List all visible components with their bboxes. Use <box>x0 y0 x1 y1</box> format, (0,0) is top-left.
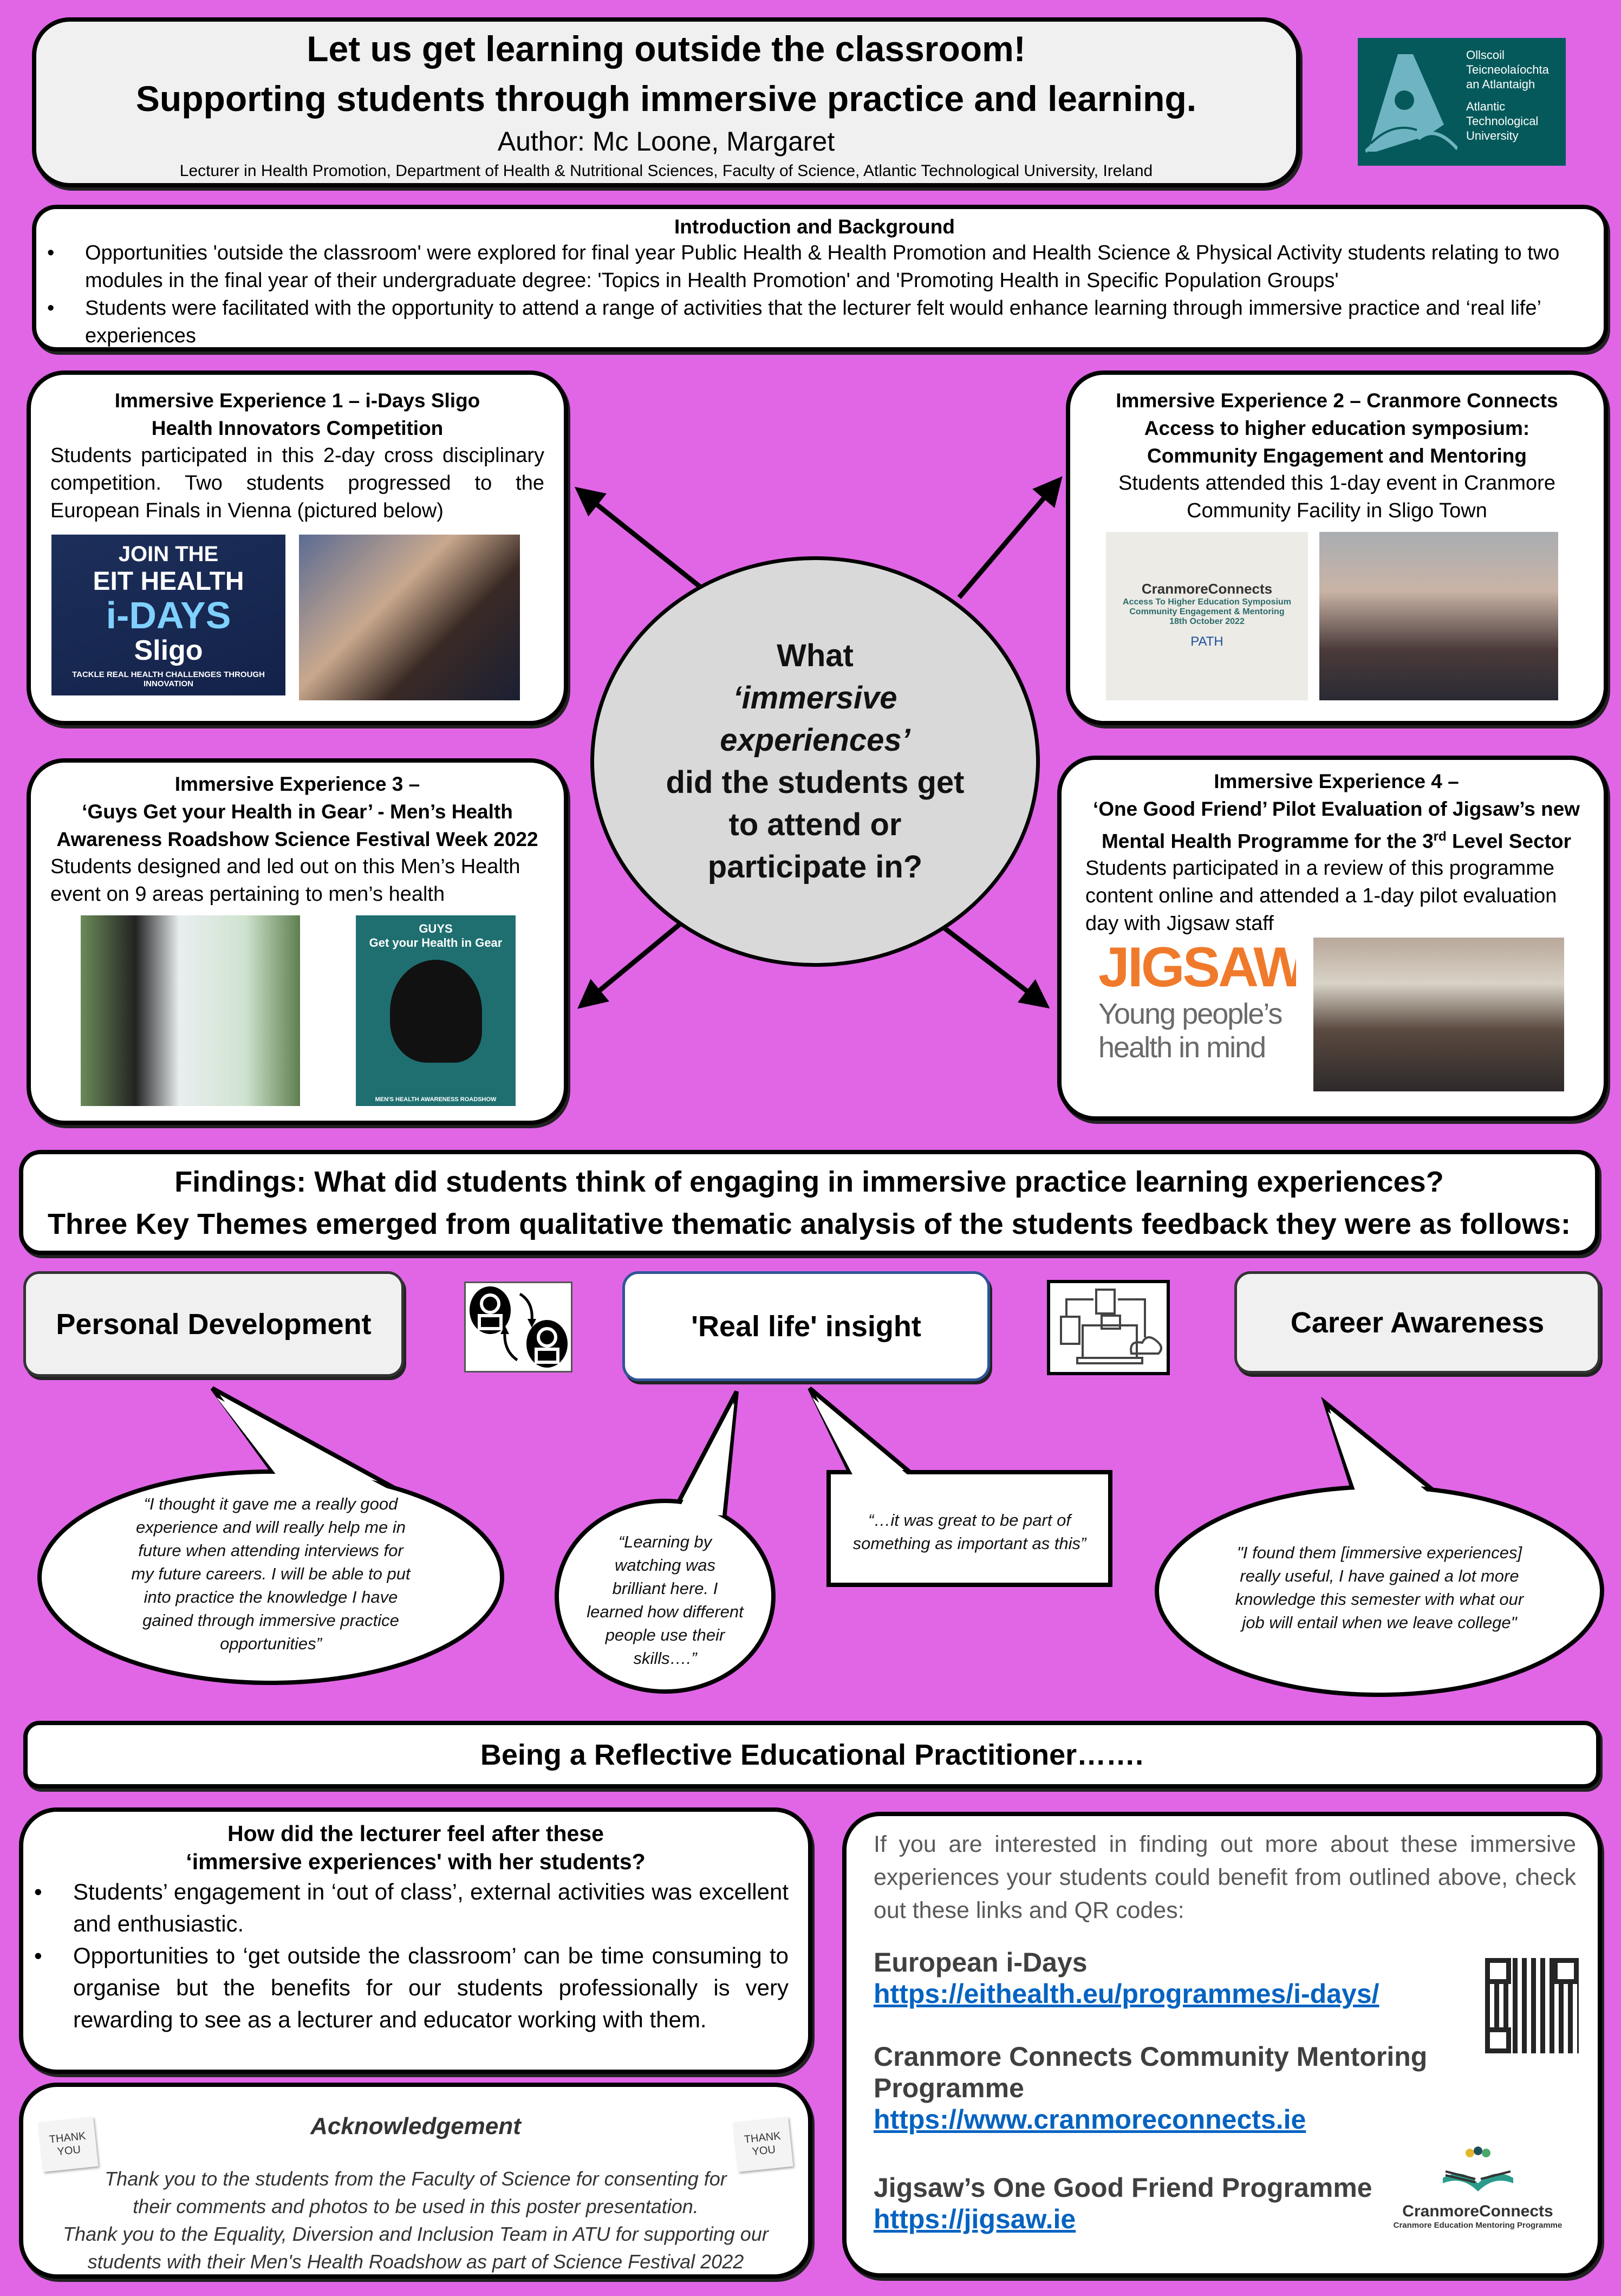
theme-career-awareness: Career Awareness <box>1234 1271 1600 1374</box>
exp1-title: Immersive Experience 1 – i-Days Sligo <box>114 389 480 412</box>
acknowledgement-box: THANK YOU THANK YOU Acknowledgement Than… <box>19 2083 812 2279</box>
idays-poster-image: JOIN THE EIT HEALTH i-DAYS Sligo TACKLE … <box>51 535 285 695</box>
poster-title-line2: Supporting students through immersive pr… <box>135 79 1197 119</box>
digital-workflow-icon <box>1047 1280 1170 1375</box>
link-cranmore[interactable]: https://www.cranmoreconnects.ie <box>874 2104 1306 2135</box>
reflective-header: Being a Reflective Educational Practitio… <box>23 1721 1600 1788</box>
cranmore-bag-photo: CranmoreConnects Access To Higher Educat… <box>1106 532 1308 700</box>
exp2-subtitle2: Community Engagement and Mentoring <box>1147 445 1527 467</box>
students-group-photo <box>1319 532 1558 700</box>
center-line: What <box>777 638 854 673</box>
lecturer-bullet: Opportunities to ‘get outside the classr… <box>23 1940 789 2035</box>
arrow-icon <box>574 486 719 603</box>
quote-bubble-2 <box>555 1499 776 1694</box>
jigsaw-logo: JIGSAW Young people’s health in mind <box>1098 938 1296 1076</box>
thank-you-note-icon: THANK YOU <box>733 2116 793 2173</box>
author: Author: Mc Loone, Margaret <box>497 126 835 157</box>
lecturer-reflection-box: How did the lecturer feel after these ‘i… <box>19 1807 812 2074</box>
link-title-jigsaw: Jigsaw’s One Good Friend Programme <box>874 2173 1372 2203</box>
atu-logo-mark-icon <box>1365 54 1457 153</box>
quote-4: "I found them [immersive experiences]rea… <box>1235 1543 1524 1632</box>
center-line: to attend or <box>728 807 902 842</box>
exp2-title: Immersive Experience 2 – Cranmore Connec… <box>1116 389 1558 412</box>
link-idays[interactable]: https://eithealth.eu/programmes/i-days/ <box>874 1979 1379 2009</box>
jigsaw-pilot-day-photo <box>1313 938 1564 1091</box>
exp4-subtitle2: Mental Health Programme for the 3rd Leve… <box>1101 829 1572 853</box>
findings-line2: Three Key Themes emerged from qualitativ… <box>48 1208 1571 1240</box>
logo-line: Teicneolaíochta <box>1466 63 1549 76</box>
reflective-title: Being a Reflective Educational Practitio… <box>480 1738 1144 1771</box>
exp4-title: Immersive Experience 4 – <box>1214 770 1459 792</box>
guys-gear-poster-image: GUYS Get your Health in Gear MEN'S HEALT… <box>356 915 516 1106</box>
cranmore-connects-logo: CranmoreConnects Cranmore Education Ment… <box>1377 2145 1579 2241</box>
ack-line: Thank you to the Equality, Diversion and… <box>63 2223 769 2245</box>
ack-line: students with their Men's Health Roadsho… <box>87 2251 744 2273</box>
exp2-body: Students attended this 1-day event in Cr… <box>1118 472 1555 522</box>
lecturer-title-2: ‘immersive experiences' with her student… <box>186 1849 646 1874</box>
intro-bullet: Opportunities 'outside the classroom' we… <box>36 239 1593 295</box>
vienna-finalists-photo <box>299 535 520 700</box>
link-title-idays: European i-Days <box>874 1947 1088 1978</box>
people-exchange-icon <box>464 1282 572 1373</box>
link-title-cranmore: Cranmore Connects Community Mentoring Pr… <box>874 2041 1428 2103</box>
center-line: experiences’ <box>720 723 910 758</box>
logo-line: an Atlantaigh <box>1466 77 1535 91</box>
head-gear-icon <box>389 960 482 1063</box>
center-line: did the students get <box>666 765 965 800</box>
logo-line: University <box>1466 129 1519 142</box>
center-line: ‘immersive <box>733 680 897 716</box>
exp2-subtitle: Access to higher education symposium: <box>1144 417 1530 439</box>
exp3-body: Students designed and led out on this Me… <box>50 855 520 906</box>
intro-bullet: Students were facilitated with the oppor… <box>36 295 1593 350</box>
roadshow-students-photo <box>81 915 300 1106</box>
theme-personal-development: Personal Development <box>23 1271 404 1377</box>
quote-bubble-1 <box>37 1469 504 1685</box>
links-box: If you are interested in finding out mor… <box>842 1812 1602 2278</box>
logo-line: Ollscoil <box>1466 48 1505 62</box>
poster-title-line1: Let us get learning outside the classroo… <box>307 29 1026 69</box>
lecturer-title-1: How did the lecturer feel after these <box>227 1821 604 1846</box>
ack-line: their comments and photos to be used in … <box>133 2195 699 2217</box>
atu-logo: Ollscoil Teicneolaíochta an Atlantaigh A… <box>1358 38 1566 166</box>
center-line: participate in? <box>707 849 923 884</box>
exp1-body: Students participated in this 2-day cros… <box>50 444 544 522</box>
intro-box: Introduction and Background Opportunitie… <box>32 205 1608 352</box>
qr-code-icon[interactable] <box>1485 1958 1579 2053</box>
findings-box: Findings: What did students think of eng… <box>19 1150 1599 1255</box>
thank-you-note-icon: THANK YOU <box>38 2116 99 2173</box>
findings-line1: Findings: What did students think of eng… <box>174 1166 1444 1198</box>
exp1-subtitle: Health Innovators Competition <box>151 417 444 439</box>
title-box: Let us get learning outside the classroo… <box>32 17 1300 187</box>
intro-title: Introduction and Background <box>674 216 955 238</box>
quote-bubble-3 <box>826 1470 1112 1587</box>
exp3-subtitle2: Awareness Roadshow Science Festival Week… <box>56 828 538 850</box>
logo-line: Technological <box>1466 114 1539 128</box>
acknowledgement-title: Acknowledgement <box>310 2113 521 2139</box>
central-question: What ‘immersive experiences’ did the stu… <box>590 556 1040 967</box>
logo-line: Atlantic <box>1466 100 1506 113</box>
exp4-body: Students participated in a review of thi… <box>1085 857 1557 935</box>
exp4-subtitle: ‘One Good Friend’ Pilot Evaluation of Ji… <box>1092 798 1580 820</box>
exp3-subtitle: ‘Guys Get your Health in Gear’ - Men’s H… <box>82 801 513 823</box>
affiliation: Lecturer in Health Promotion, Department… <box>179 162 1153 180</box>
exp3-title: Immersive Experience 3 – <box>174 773 420 795</box>
open-book-people-icon <box>1442 2147 1513 2191</box>
links-intro: If you are interested in finding out mor… <box>874 1831 1576 1923</box>
theme-real-life-insight: 'Real life' insight <box>622 1271 990 1381</box>
arrow-icon <box>957 476 1063 599</box>
lecturer-bullet: Students’ engagement in ‘out of class’, … <box>23 1876 789 1940</box>
ack-line: Thank you to the students from the Facul… <box>105 2168 727 2190</box>
link-jigsaw[interactable]: https://jigsaw.ie <box>874 2204 1076 2234</box>
